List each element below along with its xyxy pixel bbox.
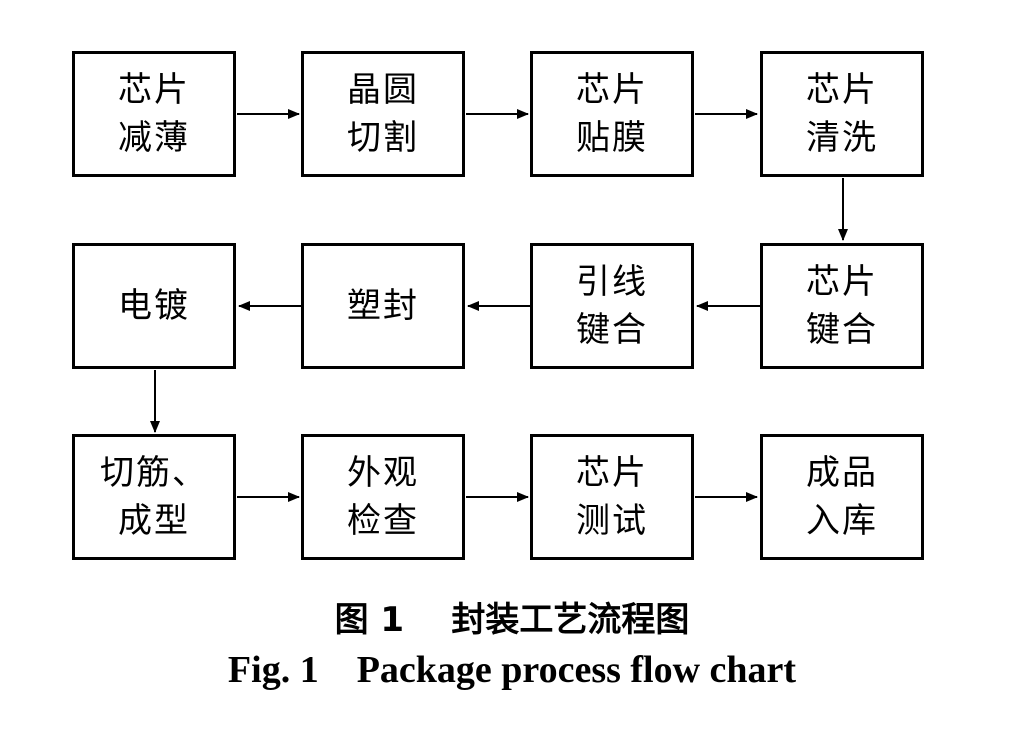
step-label: 芯片 减薄 [118,70,190,158]
figure-caption-en: Fig. 1 Package process flow chart [227,649,797,691]
step-electroplating: 电镀 [72,243,236,369]
step-wafer-dicing: 晶圆 切割 [301,51,465,177]
step-label: 切筋、 成型 [100,453,208,541]
step-label: 成品 入库 [806,453,878,541]
step-molding: 塑封 [301,243,465,369]
step-label: 芯片 键合 [806,262,878,350]
step-label: 电镀 [118,286,190,326]
step-chip-taping: 芯片 贴膜 [530,51,694,177]
step-warehousing: 成品 入库 [760,434,924,560]
step-visual-inspection: 外观 检查 [301,434,465,560]
step-die-bonding: 芯片 键合 [760,243,924,369]
flowchart-arrows [150,109,848,502]
step-label: 塑封 [347,286,419,326]
step-label: 引线 键合 [576,262,648,350]
step-label: 芯片 测试 [576,453,648,541]
step-chip-thinning: 芯片 减薄 [72,51,236,177]
step-trim-form: 切筋、 成型 [72,434,236,560]
step-label: 芯片 贴膜 [576,70,648,158]
step-chip-testing: 芯片 测试 [530,434,694,560]
step-label: 晶圆 切割 [347,70,419,158]
step-label: 外观 检查 [347,453,419,541]
figure-caption-cn: 图 1 封装工艺流程图 [334,600,690,640]
step-chip-cleaning: 芯片 清洗 [760,51,924,177]
step-wire-bonding: 引线 键合 [530,243,694,369]
step-label: 芯片 清洗 [806,70,878,158]
